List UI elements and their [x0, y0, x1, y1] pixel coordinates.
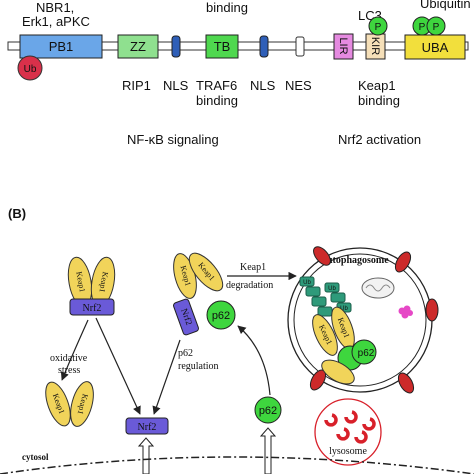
nls-1-label: NLS — [163, 78, 189, 93]
tb-label: TB — [214, 39, 231, 54]
phospho-uba-2 — [426, 16, 446, 36]
keap1-subunit — [188, 252, 224, 292]
p62-regulation-arrow — [152, 339, 181, 415]
phospho-uba-2-label: P — [433, 22, 440, 33]
kir-label: KIR — [369, 37, 381, 55]
nrf2-protein — [173, 298, 199, 336]
nes-label: NES — [285, 78, 312, 93]
p62-protein — [254, 396, 282, 424]
autophagosome-inner-membrane — [293, 253, 427, 387]
mitochondrion-cristae-icon — [365, 284, 391, 292]
phospho-kir-label: P — [375, 22, 382, 33]
cytosol-label: cytosol — [22, 452, 49, 462]
p62-regulation-label-1: p62 — [178, 348, 193, 359]
ubiquitin-label: Ubiquitin — [420, 0, 471, 11]
hydrolase-icon — [354, 430, 368, 444]
pb1-partners-label-2: Erk1, aPKC — [22, 14, 90, 29]
keap1-binding-label-1: Keap1 — [358, 78, 396, 93]
p62-label: p62 — [212, 310, 230, 322]
ub-tag: Ub — [328, 286, 336, 292]
p62-regulation-label-2: regulation — [178, 361, 219, 372]
lir-label: LIR — [337, 37, 349, 54]
keap1-nrf2-complex-left: Keap1 Keap1 Nrf2 — [67, 256, 116, 316]
hydrolase-icon — [336, 427, 350, 441]
nrf2-label: Nrf2 — [138, 422, 157, 433]
uba-label: UBA — [422, 40, 449, 55]
nfkb-signaling-label: NF-κB signaling — [127, 132, 219, 147]
keap1-label: Keap1 — [74, 271, 87, 293]
mitochondrion-icon — [425, 298, 439, 322]
p62-to-complex-arrow — [237, 325, 271, 396]
phospho-uba-1-label: P — [419, 22, 426, 33]
p62-protein — [351, 339, 377, 365]
hydrolase-icon — [362, 417, 376, 431]
p62-protein — [206, 300, 236, 330]
mitochondrion-icon — [313, 246, 331, 266]
zz-domain — [117, 34, 159, 59]
ub-mod-label: Ub — [24, 64, 37, 75]
oxidative-stress-label-1: oxidative — [50, 353, 88, 364]
autophagosome-outer-membrane — [287, 247, 433, 393]
oxidative-stress-label-2: stress — [58, 365, 80, 376]
p62-upregulation-arrow — [259, 427, 277, 474]
keap1-label: Keap1 — [97, 271, 110, 293]
nrf2-release-arrow — [95, 317, 141, 415]
uba-domain — [404, 34, 466, 60]
keap1-degradation-label-2: degradation — [226, 280, 273, 291]
oxidative-stress-arrow — [60, 319, 89, 381]
panel-b: (B) Keap1 Keap1 Nrf2 Keap1 Keap1 Nrf2 p6… — [0, 206, 474, 474]
protein-aggregate-icon — [398, 305, 413, 319]
pb1-label: PB1 — [49, 39, 74, 54]
keap1-subunit — [321, 359, 355, 385]
tb-domain — [205, 34, 239, 59]
lir-domain — [333, 33, 354, 60]
mitochondrion-cargo-icon — [361, 277, 395, 299]
traf6-label-1: TRAF6 — [196, 78, 237, 93]
ub-tag: Ub — [340, 306, 348, 312]
nrf2-protein — [125, 417, 169, 435]
binding-top-label: binding — [206, 0, 248, 15]
nls-2-label: NLS — [250, 78, 276, 93]
nls-motif-2 — [259, 35, 269, 58]
keap1-subunit — [70, 381, 94, 427]
ub-tag: Ub — [303, 280, 311, 286]
keap1-binding-label-2: binding — [358, 93, 400, 108]
keap1-subunit — [312, 314, 338, 356]
lysosome: lysosome — [314, 398, 382, 466]
nes-motif — [295, 36, 305, 57]
hydrolase-icon — [324, 413, 338, 427]
traf6-label-2: binding — [196, 93, 238, 108]
ub-modification — [17, 55, 43, 81]
pb1-domain — [19, 34, 103, 59]
p62-label: p62 — [259, 405, 277, 417]
rip1-label: RIP1 — [122, 78, 151, 93]
hydrolase-icon — [344, 410, 358, 424]
keap1-nrf2-p62-complex: Keap1 Keap1 Nrf2 p62 — [173, 252, 236, 336]
nls-motif-1 — [171, 35, 181, 58]
panel-b-label: (B) — [8, 206, 26, 221]
p62-label: p62 — [358, 348, 375, 359]
zz-label: ZZ — [130, 39, 146, 54]
autophagosome: autophagosome — [287, 246, 439, 394]
mitochondrion-icon — [394, 251, 412, 273]
keap1-degradation-label-1: Keap1 — [240, 262, 266, 273]
mitochondrion-icon — [397, 372, 415, 394]
nrf2-activation-label: Nrf2 activation — [338, 132, 421, 147]
lysosome-label: lysosome — [329, 446, 367, 457]
nrf2-label: Nrf2 — [83, 303, 102, 314]
phospho-kir — [368, 16, 388, 36]
nrf2-nuclear-shuttle-arrow — [137, 437, 155, 474]
keap1-subunit — [45, 381, 71, 427]
nuclear-membrane — [0, 456, 474, 474]
autophagosome-label: autophagosome — [322, 255, 389, 266]
pb1-partners-label-1: NBR1, — [36, 0, 74, 15]
nrf2-protein — [69, 298, 115, 316]
panel-a: NBR1, Erk1, aPKC binding LC3 Ubiquitin P… — [7, 0, 471, 147]
